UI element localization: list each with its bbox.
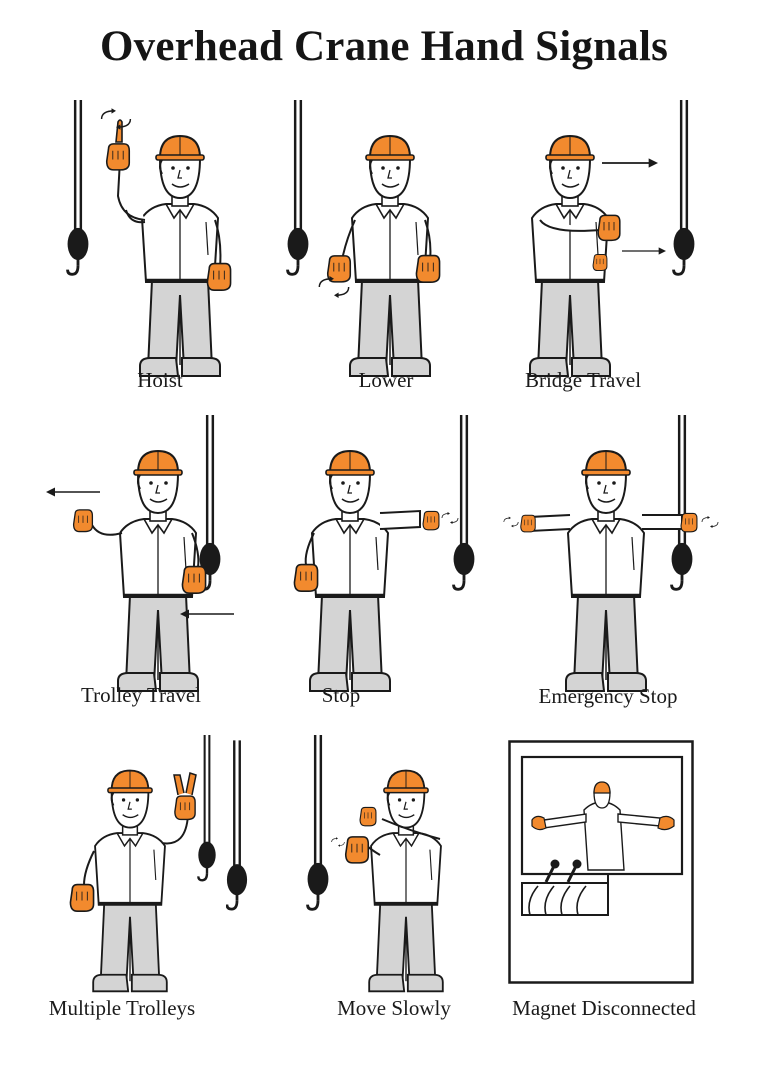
crane-hook-icon <box>226 738 248 911</box>
glove-icon <box>105 143 131 171</box>
worker-figure-icon <box>91 769 169 993</box>
glove-icon <box>206 262 232 292</box>
glove-icon <box>181 565 207 595</box>
crane-hook-icon <box>196 735 218 882</box>
circular-motion-arrow-icon <box>701 515 719 529</box>
glove-icon <box>592 253 608 272</box>
worker-figure-icon <box>368 769 444 993</box>
glove-icon <box>415 254 441 284</box>
crane-hook-icon <box>670 415 694 591</box>
signal-label-lower: Lower <box>358 368 414 392</box>
glove-icon <box>344 836 370 864</box>
worker-figure-icon <box>564 449 648 693</box>
control-console-icon <box>521 859 682 916</box>
poster-title: Overhead Crane Hand Signals <box>99 23 669 70</box>
glove-icon <box>72 508 94 533</box>
crane-hook-icon <box>66 100 90 276</box>
signal-label-trolley-travel: Trolley Travel <box>80 683 202 707</box>
worker-figure-icon <box>138 134 222 378</box>
crane-hook-icon <box>452 415 476 591</box>
arrow-left-icon <box>46 487 100 497</box>
signal-panel-move-slowly <box>300 735 480 995</box>
signal-label-hoist: Hoist <box>137 368 183 392</box>
glove-icon <box>69 883 95 913</box>
glove-icon <box>519 514 537 533</box>
signal-label-move-slowly: Move Slowly <box>337 996 451 1020</box>
signal-label-magnet-disconnected: Magnet Disconnected <box>512 996 696 1020</box>
signal-panel-stop <box>280 415 490 693</box>
arrow-left-icon <box>180 609 234 619</box>
glove-icon <box>174 795 196 821</box>
circular-motion-arrow-icon <box>330 836 346 848</box>
worker-figure-icon <box>308 449 392 693</box>
glove-icon <box>358 806 378 827</box>
crane-hook-icon <box>306 735 330 911</box>
signal-label-emergency-stop: Emergency Stop <box>538 684 678 708</box>
signal-label-multiple-trolleys: Multiple Trolleys <box>48 996 196 1020</box>
circular-motion-arrow-icon <box>100 108 132 130</box>
operator-figure-icon <box>531 781 675 871</box>
glove-icon <box>422 510 440 531</box>
crane-hook-icon <box>198 415 222 591</box>
circular-motion-arrow-icon <box>441 511 459 525</box>
signal-panel-lower <box>280 100 480 400</box>
glove-icon <box>293 563 319 593</box>
signal-panel-magnet-disconnected <box>508 740 694 984</box>
signal-panel-multiple-trolleys <box>40 735 260 995</box>
arrow-right-icon <box>622 246 666 256</box>
signal-label-bridge-travel: Bridge Travel <box>524 368 642 392</box>
signal-panel-hoist <box>50 100 250 400</box>
arrow-right-icon <box>602 158 658 168</box>
signal-label-stop: Stop <box>321 683 361 707</box>
circular-motion-arrow-icon <box>503 515 519 529</box>
signal-panel-emergency-stop <box>500 415 730 693</box>
crane-hook-icon <box>286 100 310 276</box>
signal-panel-bridge-travel <box>520 100 720 400</box>
crane-hook-icon <box>672 100 696 276</box>
signal-panel-trolley-travel <box>40 415 250 693</box>
glove-icon <box>597 214 621 242</box>
glove-icon <box>680 512 698 533</box>
worker-figure-icon <box>348 134 432 378</box>
